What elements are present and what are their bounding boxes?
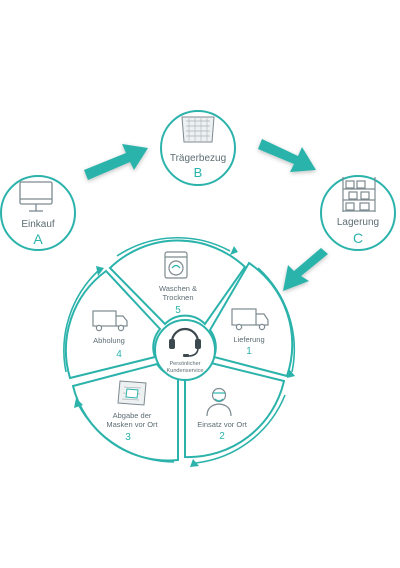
truck-icon <box>231 308 269 331</box>
node-traegerbezug: Trägerbezug B <box>160 110 236 186</box>
waschen-label-line1: Waschen & <box>159 284 197 293</box>
wheel-center: Persönlicher Kundenservice <box>154 319 216 381</box>
segment-waschen <box>108 239 247 326</box>
segment-lieferung-content: Lieferung 1 <box>231 308 269 357</box>
truck-icon <box>92 310 128 332</box>
arrow-c-to-wheel <box>283 248 328 291</box>
lieferung-number: 1 <box>246 346 252 357</box>
traegerbezug-label: Trägerbezug <box>170 153 226 164</box>
einsatz-number: 2 <box>219 431 225 442</box>
headset-icon <box>169 327 201 357</box>
segment-einsatz-content: Einsatz vor Ort 2 <box>197 387 248 442</box>
abholung-number: 4 <box>116 349 122 360</box>
segment-abholung <box>64 269 162 380</box>
monitor-icon <box>19 181 53 212</box>
segment-waschen-content: Waschen & Trocknen 5 <box>159 251 197 316</box>
abgabe-label-line2: Masken vor Ort <box>106 420 158 429</box>
traegerbezug-letter: B <box>194 165 203 180</box>
node-einkauf: Einkauf A <box>0 175 76 251</box>
mask-bag-icon <box>117 380 147 406</box>
wheel-arrowheads <box>74 246 295 467</box>
center-label-line1: Persönlicher <box>169 361 200 367</box>
person-with-mask-icon <box>206 387 232 417</box>
wheel-segments <box>64 239 294 462</box>
warehouse-shelf-icon <box>342 177 376 212</box>
mask-bag-icon <box>181 116 215 143</box>
segment-lieferung <box>208 261 294 378</box>
lagerung-label: Lagerung <box>337 217 379 228</box>
center-label-line2: Kundenservice <box>166 368 203 374</box>
arrow-a-to-b <box>84 144 148 180</box>
waschen-label-line2: Trocknen <box>163 293 194 302</box>
einkauf-label: Einkauf <box>21 219 55 230</box>
abgabe-number: 3 <box>125 432 131 443</box>
wheel-outer-arrows <box>63 237 296 464</box>
service-wheel: Persönlicher Kundenservice Waschen & Tro… <box>63 237 296 467</box>
lagerung-letter: C <box>353 230 363 246</box>
segment-abgabe-content: Abgabe der Masken vor Ort 3 <box>106 380 159 443</box>
lieferung-label: Lieferung <box>233 335 264 344</box>
abholung-label: Abholung <box>93 336 125 345</box>
abgabe-label-line1: Abgabe der <box>113 411 152 420</box>
segment-abholung-content: Abholung 4 <box>92 310 128 360</box>
node-lagerung: Lagerung C <box>320 175 396 251</box>
einkauf-letter: A <box>33 231 43 247</box>
arrow-b-to-c <box>258 139 316 172</box>
washing-machine-icon <box>164 251 188 279</box>
waschen-number: 5 <box>175 305 181 316</box>
einsatz-label: Einsatz vor Ort <box>197 420 248 429</box>
